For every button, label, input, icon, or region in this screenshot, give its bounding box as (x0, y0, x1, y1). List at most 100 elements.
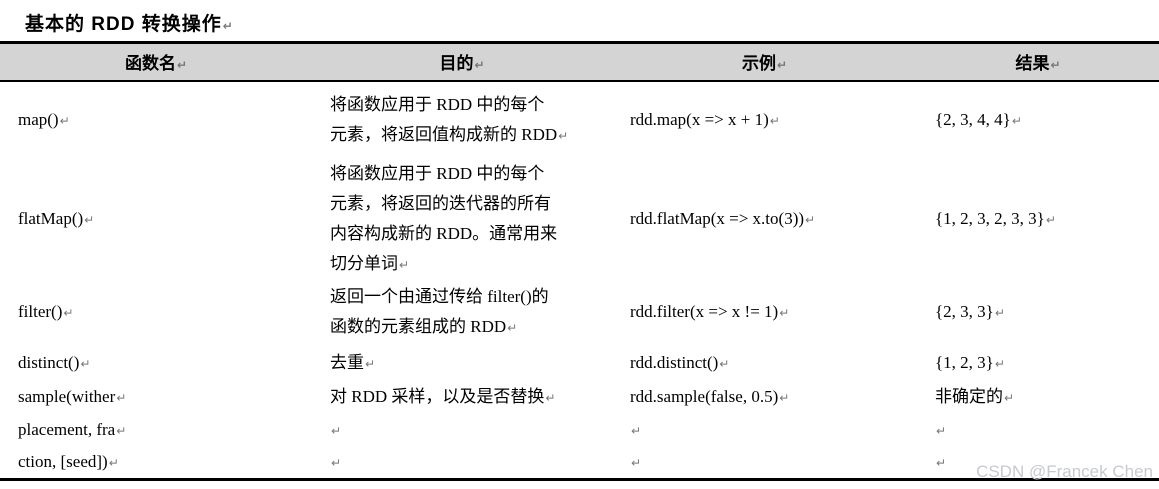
table-cell: flatMap()↵ (0, 159, 312, 280)
table-cell: 返回一个由通过传给 filter()的 函数的元素组成的 RDD↵ (312, 280, 612, 346)
table-header-row: 函数名↵ 目的↵ 示例↵ 结果↵ (0, 42, 1159, 82)
table-cell: ↵ (312, 447, 612, 480)
paragraph-mark-icon: ↵ (779, 391, 790, 405)
paragraph-mark-icon: ↵ (365, 356, 376, 371)
function-name: distinct() (18, 352, 80, 372)
result-value: 非确定的 (935, 387, 1003, 406)
paragraph-mark-icon: ↵ (1004, 391, 1015, 405)
table-cell: placement, fra↵ (0, 415, 312, 447)
purpose-text: 将函数应用于 RDD 中的每个 元素，将返回的迭代器的所有 内容构成新的 RDD… (330, 163, 558, 273)
example-code: rdd.sample(false, 0.5) (630, 387, 779, 406)
table-cell: {1, 2, 3}↵ (917, 346, 1159, 381)
table-row-sample-line3: ction, [seed])↵ ↵ ↵ ↵ (0, 447, 1159, 480)
paragraph-mark-icon: ↵ (116, 424, 127, 438)
paragraph-mark-icon: ↵ (779, 306, 790, 320)
paragraph-mark-icon: ↵ (631, 455, 642, 470)
example-code: rdd.map(x => x + 1) (630, 109, 769, 129)
function-name: map() (18, 109, 59, 129)
col-header-label: 示例 (741, 54, 776, 74)
paragraph-mark-icon: ↵ (399, 257, 410, 272)
table-cell: ↵ (917, 447, 1159, 480)
table-cell: ↵ (612, 415, 917, 447)
function-name: placement, fra (18, 420, 116, 439)
table-row-flatmap: flatMap()↵ 将函数应用于 RDD 中的每个 元素，将返回的迭代器的所有… (0, 159, 1159, 280)
paragraph-mark-icon: ↵ (558, 128, 569, 143)
paragraph-mark-icon: ↵ (1011, 113, 1022, 128)
paragraph-mark-icon: ↵ (176, 58, 188, 73)
paragraph-mark-icon: ↵ (222, 19, 234, 33)
paragraph-mark-icon: ↵ (84, 212, 95, 227)
paragraph-mark-icon: ↵ (474, 58, 485, 73)
paragraph-mark-icon: ↵ (805, 212, 816, 227)
table-cell: rdd.map(x => x + 1)↵ (612, 81, 917, 159)
table-cell: 对 RDD 采样，以及是否替换↵ (312, 381, 612, 415)
paragraph-mark-icon: ↵ (63, 306, 74, 320)
table-cell: 将函数应用于 RDD 中的每个 元素，将返回的迭代器的所有 内容构成新的 RDD… (312, 159, 612, 280)
result-value: {1, 2, 3, 2, 3, 3} (935, 208, 1045, 228)
paragraph-mark-icon: ↵ (936, 455, 947, 470)
function-name: sample(wither (18, 387, 116, 406)
paragraph-mark-icon: ↵ (116, 391, 127, 405)
paragraph-mark-icon: ↵ (507, 321, 518, 335)
function-name: flatMap() (18, 208, 84, 228)
table-cell: rdd.sample(false, 0.5)↵ (612, 381, 917, 415)
page-title-text: 基本的 RDD 转换操作 (25, 14, 222, 35)
table-cell: {1, 2, 3, 2, 3, 3}↵ (917, 159, 1159, 280)
result-value: {2, 3, 4, 4} (935, 109, 1011, 129)
table-row-sample-line2: placement, fra↵ ↵ ↵ ↵ (0, 415, 1159, 447)
table-cell: ↵ (312, 415, 612, 447)
paragraph-mark-icon: ↵ (1050, 58, 1061, 73)
table-cell: 将函数应用于 RDD 中的每个 元素，将返回值构成新的 RDD↵ (312, 81, 612, 159)
table-cell: map()↵ (0, 81, 312, 159)
purpose-text: 返回一个由通过传给 filter()的 函数的元素组成的 RDD (330, 287, 549, 336)
table-cell: rdd.distinct()↵ (612, 346, 917, 381)
csdn-watermark: CSDN @Francek Chen (976, 462, 1153, 481)
paragraph-mark-icon: ↵ (108, 455, 119, 470)
table-cell: ction, [seed])↵ (0, 447, 312, 480)
result-value: {2, 3, 3} (935, 302, 994, 321)
col-header-purpose: 目的↵ (312, 42, 612, 82)
paragraph-mark-icon: ↵ (331, 455, 342, 470)
paragraph-mark-icon: ↵ (769, 113, 780, 128)
paragraph-mark-icon: ↵ (331, 424, 342, 438)
col-header-label: 目的 (439, 54, 474, 74)
table-cell: {2, 3, 4, 4}↵ (917, 81, 1159, 159)
paragraph-mark-icon: ↵ (994, 306, 1005, 320)
col-header-label: 结果 (1015, 54, 1050, 74)
table-row-map: map()↵ 将函数应用于 RDD 中的每个 元素，将返回值构成新的 RDD↵ … (0, 81, 1159, 159)
table-cell: ↵ (612, 447, 917, 480)
function-name: ction, [seed]) (18, 451, 108, 471)
paragraph-mark-icon: ↵ (59, 113, 70, 128)
paragraph-mark-icon: ↵ (545, 391, 556, 405)
col-header-function-name: 函数名↵ (0, 42, 312, 82)
paragraph-mark-icon: ↵ (719, 356, 730, 371)
table-cell: 去重↵ (312, 346, 612, 381)
table-cell: rdd.flatMap(x => x.to(3))↵ (612, 159, 917, 280)
paragraph-mark-icon: ↵ (994, 356, 1005, 371)
paragraph-mark-icon: ↵ (1045, 212, 1056, 227)
example-code: rdd.distinct() (630, 352, 719, 372)
function-name: filter() (18, 302, 63, 321)
paragraph-mark-icon: ↵ (776, 58, 788, 73)
purpose-text: 将函数应用于 RDD 中的每个 元素，将返回值构成新的 RDD (330, 94, 558, 144)
paragraph-mark-icon: ↵ (80, 356, 91, 371)
table-cell: filter()↵ (0, 280, 312, 346)
table-cell: {2, 3, 3}↵ (917, 280, 1159, 346)
paragraph-mark-icon: ↵ (936, 424, 947, 438)
purpose-text: 去重 (330, 352, 364, 372)
rdd-transformations-table: 函数名↵ 目的↵ 示例↵ 结果↵ map()↵ 将函数应用于 RDD 中的每个 … (0, 41, 1159, 481)
table-row-sample-line1: sample(wither↵ 对 RDD 采样，以及是否替换↵ rdd.samp… (0, 381, 1159, 415)
col-header-result: 结果↵ (917, 42, 1159, 82)
col-header-label: 函数名 (124, 54, 176, 74)
page-title: 基本的 RDD 转换操作↵ (0, 0, 1159, 41)
table-cell: ↵ (917, 415, 1159, 447)
table-cell: rdd.filter(x => x != 1)↵ (612, 280, 917, 346)
table-row-filter: filter()↵ 返回一个由通过传给 filter()的 函数的元素组成的 R… (0, 280, 1159, 346)
col-header-example: 示例↵ (612, 42, 917, 82)
table-cell: distinct()↵ (0, 346, 312, 381)
table-cell: sample(wither↵ (0, 381, 312, 415)
example-code: rdd.flatMap(x => x.to(3)) (630, 208, 805, 228)
result-value: {1, 2, 3} (935, 352, 994, 372)
table-row-distinct: distinct()↵ 去重↵ rdd.distinct()↵ {1, 2, 3… (0, 346, 1159, 381)
